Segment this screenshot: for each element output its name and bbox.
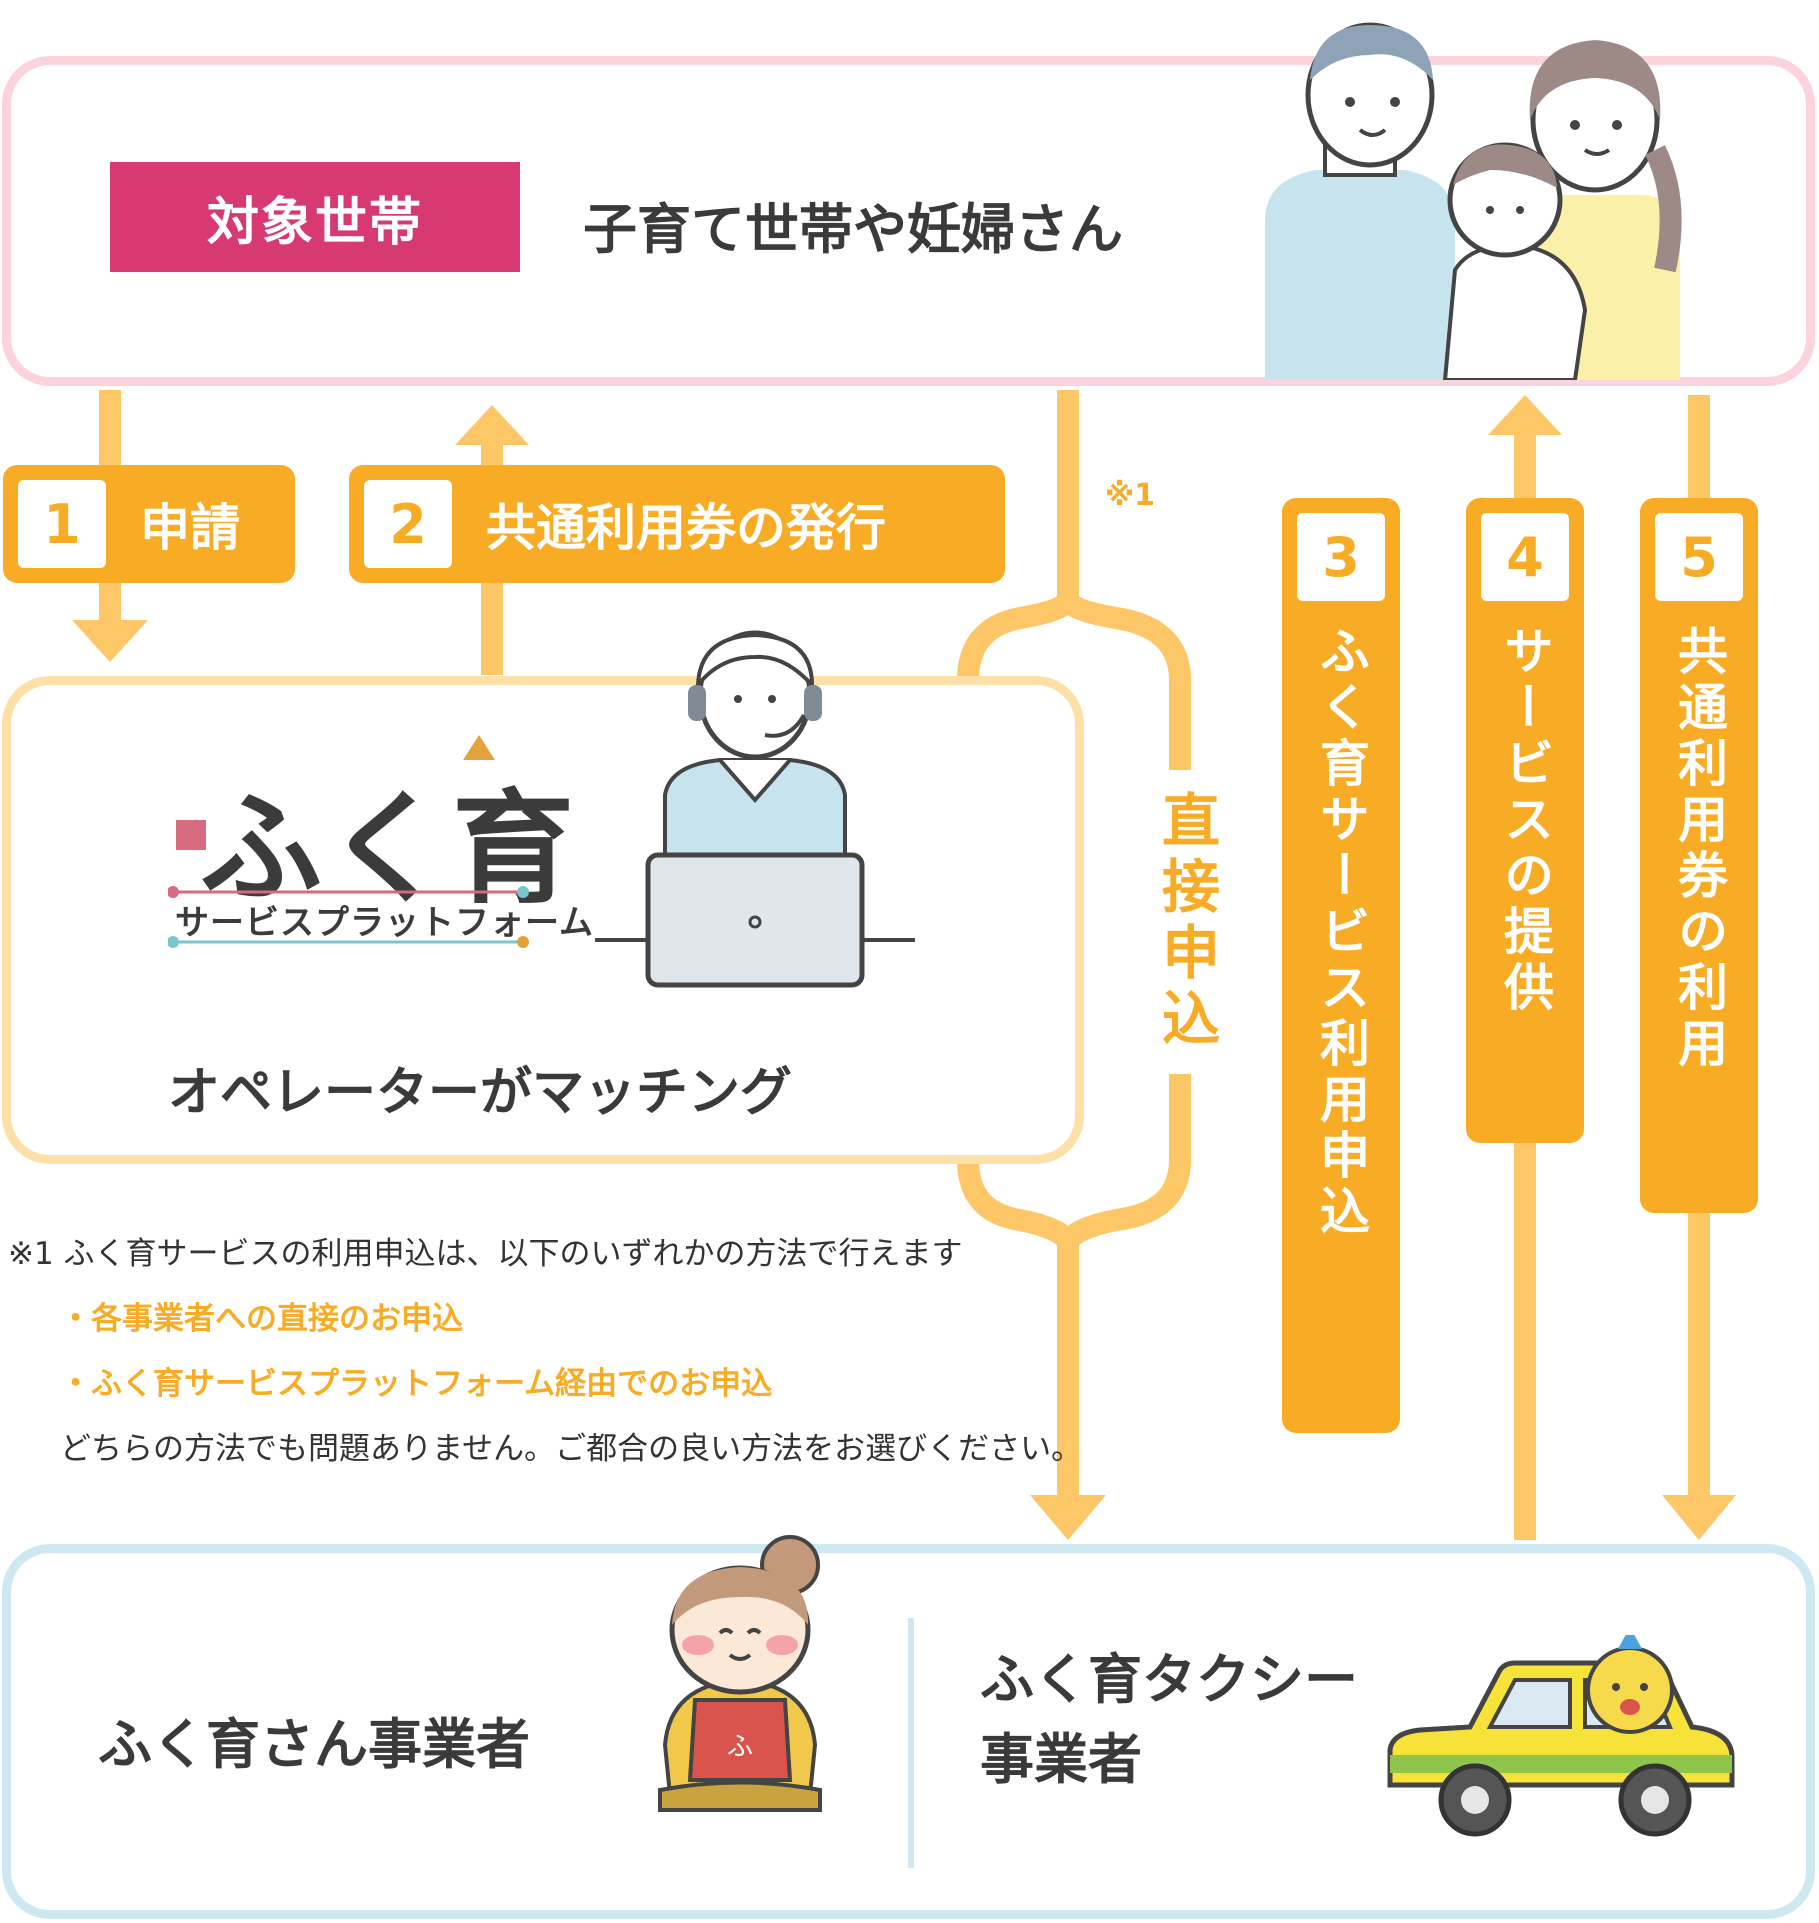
taxi-illustration-icon [1387, 1635, 1735, 1837]
step-3-label: ふく育サービス利用申込 [1312, 625, 1370, 1241]
step-1-number: 1 [18, 480, 106, 568]
operator-illustration-icon [595, 630, 915, 988]
step-2-label: 共通利用券の発行 [486, 499, 886, 557]
target-title: 子育て世帯や妊婦さん [583, 198, 1123, 261]
taxi-provider-line-2: 事業者 [980, 1728, 1142, 1791]
provider-divider [908, 1618, 914, 1868]
note-line-2: ・各事業者への直接のお申込 [60, 1301, 463, 1337]
note-line-1: ※1 ふく育サービスの利用申込は、以下のいずれかの方法で行えます [8, 1236, 963, 1272]
platform-title: オペレーターがマッチング [168, 1063, 793, 1123]
step-1-label: 申請 [140, 499, 240, 557]
step-2-issue-ticket: 2 共通利用券の発行 [349, 465, 1005, 583]
direct-application-label: 直接申込 [1150, 770, 1236, 1074]
step-4-service-provision: 4 サービスの提供 [1466, 498, 1584, 1143]
fukuiku-provider-label: ふく育さん事業者 [98, 1713, 530, 1776]
logo-decoration-icon [168, 735, 529, 948]
taxi-provider-line-1: ふく育タクシー [980, 1648, 1358, 1711]
step-3-service-application: 3 ふく育サービス利用申込 [1282, 498, 1400, 1433]
platform-logo: ふく育 [200, 778, 578, 920]
step-2-number: 2 [364, 480, 452, 568]
platform-box [2, 676, 1084, 1164]
svg-text:ふ: ふ [727, 1732, 753, 1762]
step-3-number: 3 [1297, 513, 1385, 601]
target-tag: 対象世帯 [110, 162, 520, 272]
note-mark: ※1 [1105, 478, 1156, 513]
step-5-ticket-use: 5 共通利用券の利用 [1640, 498, 1758, 1213]
step-1-apply: 1 申請 [3, 465, 295, 583]
step-5-number: 5 [1655, 513, 1743, 601]
taxi-provider-label: ふく育タクシー 事業者 [980, 1640, 1358, 1800]
step-4-number: 4 [1481, 513, 1569, 601]
family-illustration-icon [1265, 22, 1682, 380]
step-4-label: サービスの提供 [1496, 625, 1554, 1017]
note-line-4: どちらの方法でも問題ありません。ご都合の良い方法をお選びください。 [60, 1431, 1083, 1467]
platform-logo-subtitle: サービスプラットフォーム [175, 903, 594, 943]
note-line-3: ・ふく育サービスプラットフォーム経由でのお申込 [60, 1366, 773, 1402]
provider-character-icon: ふ [658, 1535, 822, 1812]
step-5-label: 共通利用券の利用 [1670, 625, 1728, 1073]
